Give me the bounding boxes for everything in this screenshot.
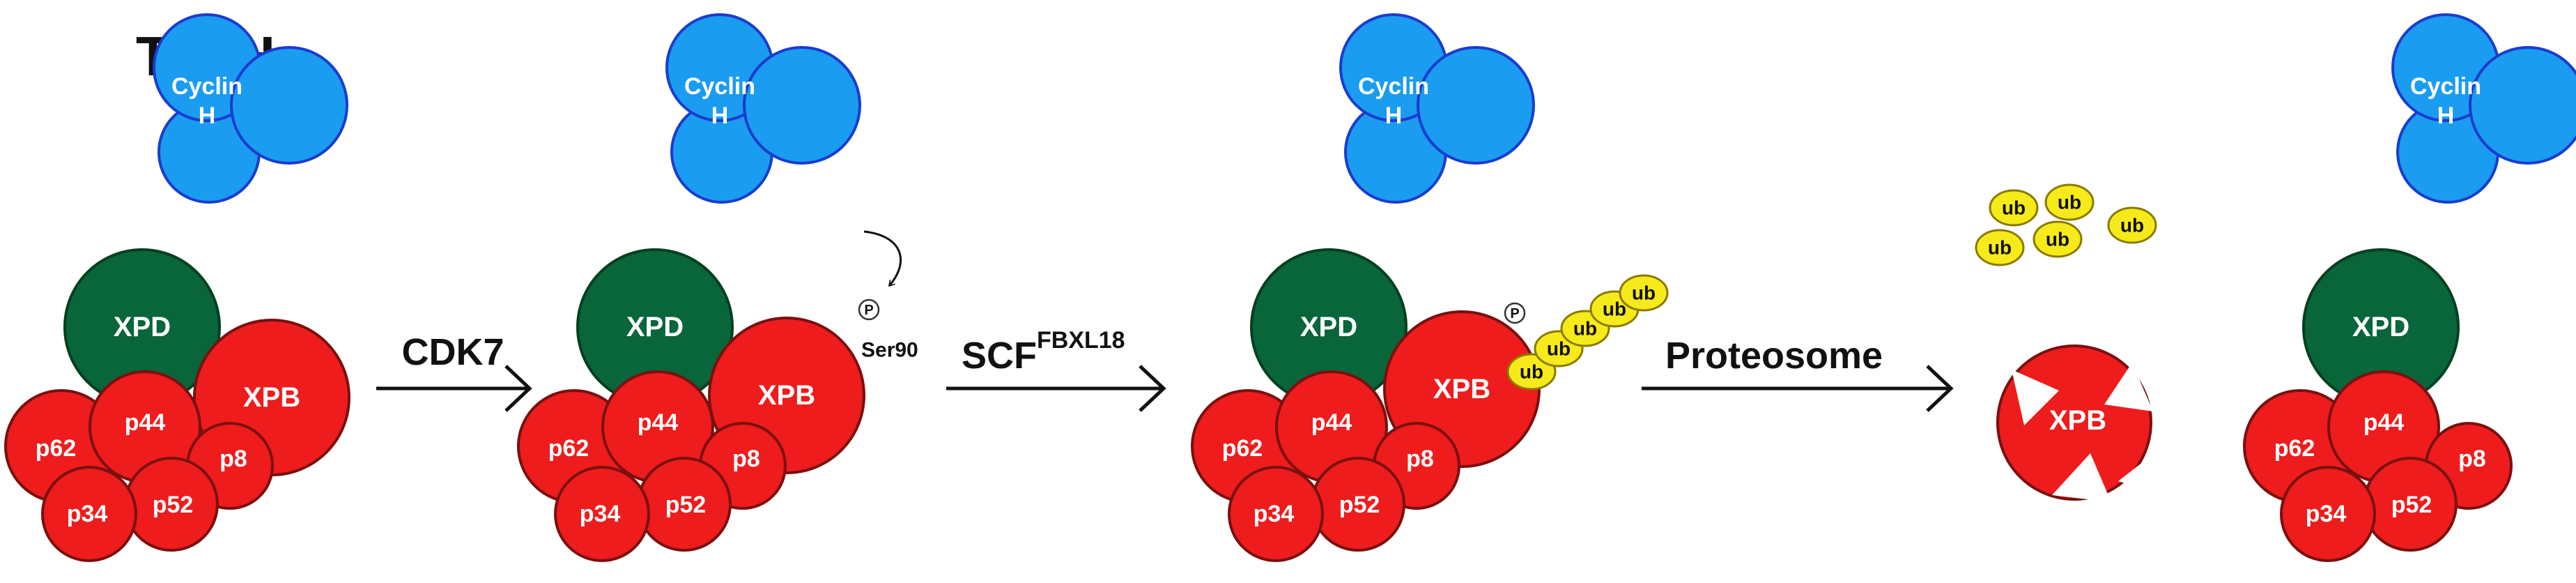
c4-cyclin-label: Cyclin — [2410, 73, 2481, 100]
free-ub-5-label: ub — [2120, 215, 2144, 236]
free-ub-1 — [1989, 189, 2039, 227]
c2-xpb-label: XPB — [758, 380, 815, 411]
free-ub-2-label: ub — [2058, 192, 2081, 213]
c3-p52-label: p52 — [1339, 492, 1380, 518]
c4-p34 — [2280, 466, 2376, 562]
c2-p34 — [554, 466, 650, 562]
c3-cdk7-label: CDK7 — [1444, 183, 1509, 209]
c2-p52-label: p52 — [665, 492, 707, 518]
c2-p62-label: p62 — [548, 435, 589, 462]
degraded-xpb-fragment-gap-1 — [2012, 370, 2059, 425]
c3-p34-label: p34 — [1254, 501, 1295, 527]
c4-cyclin-h-label: H — [2437, 103, 2455, 129]
c2-cyclin-label: Cyclin — [684, 73, 755, 100]
free-ub-1-label: ub — [2002, 197, 2026, 219]
c3-p8-label: p8 — [1406, 446, 1434, 472]
c1-mat1-label: MAT1 — [169, 222, 232, 249]
c3-p44-label: p44 — [1311, 409, 1352, 436]
c3-p62-label: p62 — [1222, 435, 1263, 462]
degraded-xpb-fragment-gap-3 — [2052, 453, 2111, 502]
degraded-xpb-label: XPB — [2049, 405, 2106, 436]
c4-xpd-label: XPD — [2352, 312, 2409, 342]
step-1-label: CDK7 — [401, 331, 504, 373]
c1-xpb-label: XPB — [243, 382, 300, 413]
c4-cdk7-label: CDK7 — [2496, 183, 2561, 209]
step-2-label: SCFFBXL18 — [962, 327, 1125, 377]
c2-phospho-arrow — [863, 230, 902, 286]
c4-p34-label: p34 — [2306, 501, 2347, 527]
c3-xpb-label: XPB — [1433, 374, 1490, 404]
c2-ser90-label: Ser90 — [861, 339, 918, 362]
c3-ub-chain-1-label: ub — [1520, 361, 1543, 383]
c1-p34 — [41, 466, 137, 562]
step-3-arrowhead — [1926, 365, 1954, 412]
step-2-superscript: FBXL18 — [1037, 327, 1125, 354]
c1-p44-label: p44 — [125, 409, 166, 436]
c1-xpd-label: XPD — [114, 312, 171, 342]
c3-xpd-label: XPD — [1300, 312, 1357, 342]
c2-p8-label: p8 — [732, 446, 760, 472]
c3-ub-chain-3-label: ub — [1573, 318, 1597, 340]
c4-cdk7 — [2469, 46, 2576, 165]
step-3: Proteosome — [1642, 335, 1954, 412]
c2-phospho-marker — [858, 298, 880, 321]
free-ub-5 — [2107, 206, 2157, 244]
free-ub-2 — [2044, 183, 2095, 221]
c3-ub-chain-2-label: ub — [1547, 338, 1571, 360]
c3-phospho-label: P — [1510, 306, 1519, 321]
free-ub-3-label: ub — [1988, 237, 2012, 259]
complex-ubiquitinated: CyclinHCDK7MAT1XPDXPBp62p44p8p52p34Pubub… — [1191, 13, 1669, 562]
degraded-xpb-fragment-gap-4 — [2118, 457, 2153, 492]
step-2-arrowhead — [1139, 365, 1166, 412]
step-1-arrowhead — [504, 365, 532, 412]
c3-phospho-marker — [1504, 302, 1526, 324]
c4-p8-label: p8 — [2458, 446, 2486, 472]
c3-cyclin-label: Cyclin — [1358, 73, 1429, 100]
c3-ub-chain-5 — [1619, 274, 1669, 312]
free-ub-3 — [1975, 229, 2025, 266]
c3-ub-chain-5-label: ub — [1632, 282, 1656, 304]
c4-p44-label: p44 — [2363, 409, 2405, 436]
c2-p44-label: p44 — [638, 409, 679, 436]
c3-mat1-label: MAT1 — [1356, 222, 1419, 249]
c2-cdk7-label: CDK7 — [770, 183, 835, 209]
c1-cdk7 — [230, 46, 348, 165]
c3-cyclin-h-label: H — [1385, 103, 1403, 129]
c4-p62-label: p62 — [2274, 435, 2315, 462]
step-2: SCFFBXL18 — [946, 327, 1166, 412]
c1-p62-label: p62 — [36, 435, 77, 462]
c4-p52-label: p52 — [2391, 492, 2432, 518]
free-ub-4-label: ub — [2046, 229, 2069, 250]
c2-cyclin-h-label: H — [711, 103, 729, 129]
c1-cyclin-h-label: H — [199, 103, 216, 129]
c3-cdk7 — [1417, 46, 1535, 165]
c1-p52-label: p52 — [153, 492, 194, 518]
c4-mat1-label: MAT1 — [2408, 222, 2471, 249]
c1-cyclin-label: Cyclin — [171, 73, 242, 100]
step-1: CDK7 — [376, 331, 532, 412]
c3-p34 — [1228, 466, 1324, 562]
c2-mat1-label: MAT1 — [682, 222, 745, 249]
c2-phospho-label: P — [864, 303, 873, 318]
c1-p34-label: p34 — [67, 501, 108, 527]
c2-cdk7 — [743, 46, 861, 165]
degraded-xpb-fragment-gap-2 — [2104, 363, 2153, 411]
c1-cdk7-label: CDK7 — [257, 183, 322, 209]
c2-p34-label: p34 — [580, 501, 621, 527]
free-ub-4 — [2033, 220, 2083, 258]
c1-p8-label: p8 — [219, 446, 247, 472]
c2-xpd-label: XPD — [626, 312, 684, 342]
step-3-label: Proteosome — [1665, 335, 1883, 377]
